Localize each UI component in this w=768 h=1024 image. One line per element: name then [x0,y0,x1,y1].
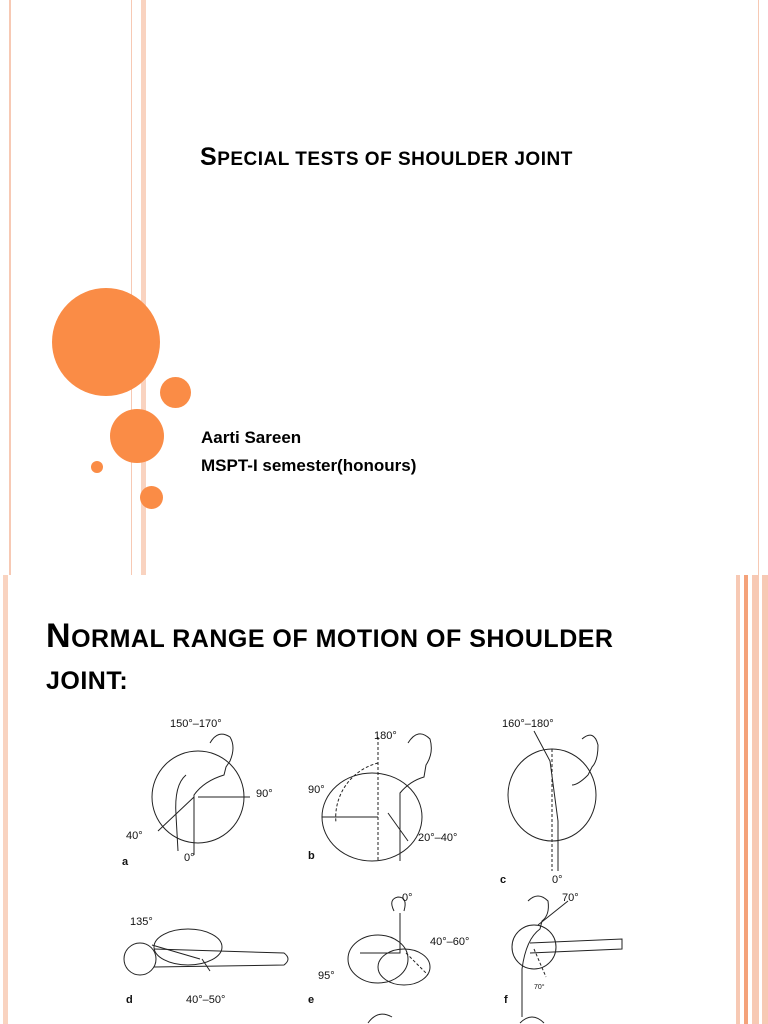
panel-label: e [308,994,314,1006]
angle-label: 20°–40° [418,832,457,844]
angle-label: 180° [374,730,397,742]
angle-label: 0° [402,892,413,904]
panel-b: 180° 90° 20°–40° b [308,730,457,862]
angle-label: 40°–60° [430,936,469,948]
border-line [752,575,759,1024]
angle-label: 90° [256,788,273,800]
title-slide: SPECIAL TESTS OF SHOULDER JOINT Aarti Sa… [9,0,759,575]
panel-label: b [308,850,315,862]
decor-circle-tiny [91,461,103,473]
angle-label: 90° [308,784,325,796]
slide-title: SPECIAL TESTS OF SHOULDER JOINT [200,143,573,171]
panel-label: d [126,994,133,1006]
decor-circle-small [140,486,163,509]
angle-label: 40°–50° [186,994,225,1006]
angle-label: 40° [126,830,143,842]
angle-label: 0° [552,874,563,886]
border-line [9,0,11,575]
angle-label: 150°–170° [170,718,222,730]
border-line [758,0,759,575]
content-slide: NORMAL RANGE OF MOTION OF SHOULDER JOINT… [0,575,768,1024]
panel-c: 160°–180° 0° c [500,718,599,886]
panel-label: c [500,874,506,886]
angle-label: 70° [562,892,579,904]
figure-edge [367,1013,393,1024]
range-of-motion-figure: 150°–170° 90° 40° 0° a 180° 90° 20°–40° … [122,718,623,1024]
angle-label: 160°–180° [502,718,554,730]
angle-label: 70° [534,983,545,991]
decor-circle-small [160,377,191,408]
border-line [141,0,146,575]
author-name: Aarti Sareen [201,428,302,447]
border-line [131,0,132,575]
figure-edge [519,1016,545,1024]
border-line [3,575,8,1024]
panel-e: 0° 40°–60° 95° e [308,892,469,1006]
decor-circle-medium [110,409,164,463]
panel-f: 70° 70° f [504,892,623,1017]
border-line [762,575,768,1024]
decor-circle-large [52,288,160,396]
border-line [744,575,748,1024]
angle-label: 95° [318,970,335,982]
border-line [736,575,740,1024]
panel-a: 150°–170° 90° 40° 0° a [122,718,273,868]
panel-label: f [504,994,508,1006]
panel-label: a [122,856,129,868]
slide-title: NORMAL RANGE OF MOTION OF SHOULDER JOINT… [46,617,614,695]
panel-d: 135° 40°–50° d [123,916,289,1006]
angle-label: 0° [184,852,195,864]
angle-label: 135° [130,916,153,928]
author-block: Aarti Sareen MSPT-I semester(honours) [201,424,416,480]
author-course: MSPT-I semester(honours) [201,456,417,475]
